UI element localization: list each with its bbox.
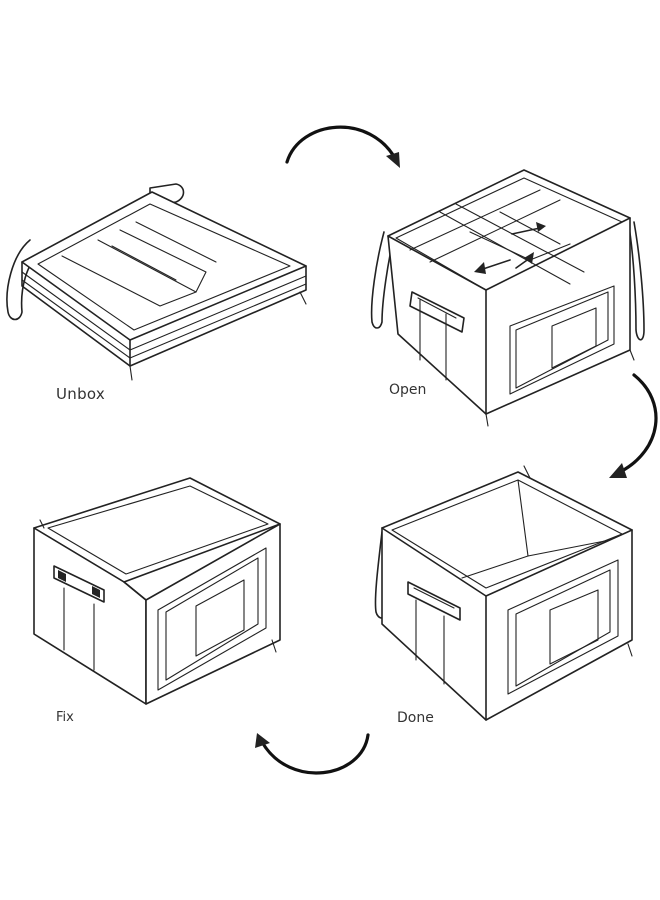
open-illustration [370,169,645,427]
step-label-unbox: Unbox [56,385,106,403]
fix-illustration [33,477,281,705]
step-label-done: Done [397,710,434,726]
arrow-done-to-fix [255,733,370,775]
step-label-open: Open [389,382,427,398]
done-illustration [374,465,633,721]
arrow-open-to-done [609,373,658,478]
arrow-unbox-to-open [285,125,400,168]
step-label-fix: Fix [56,710,74,725]
unbox-illustration [6,183,307,381]
